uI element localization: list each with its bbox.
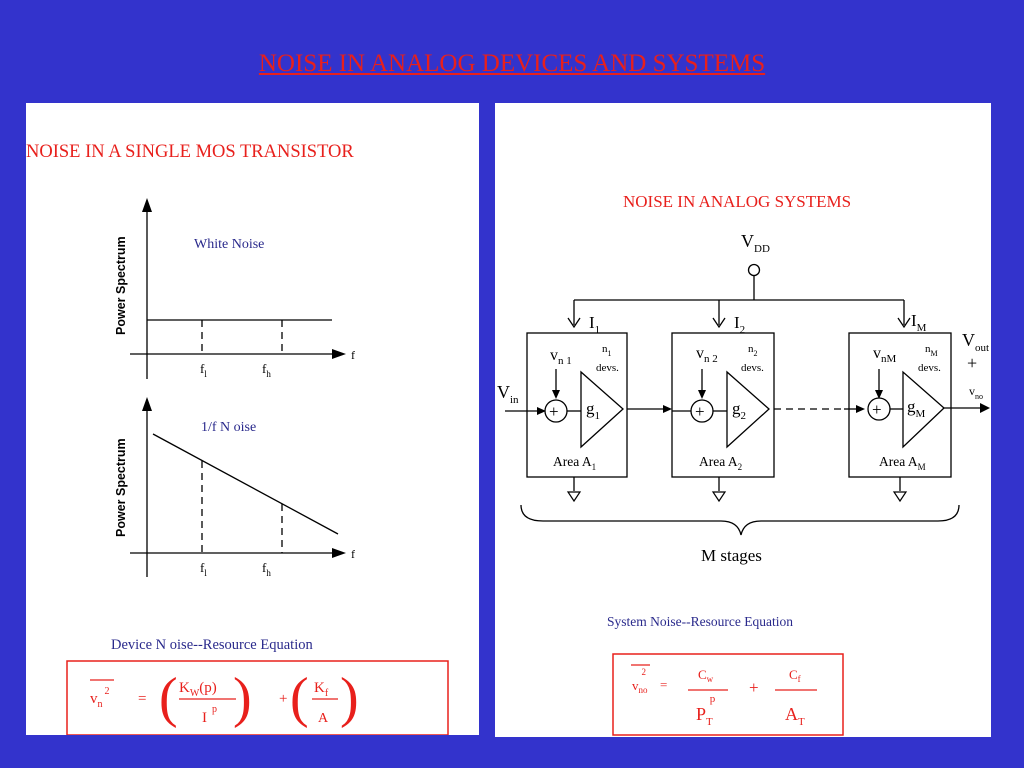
stage-1-ground-icon <box>566 491 582 503</box>
white-noise-y-arrowhead <box>142 198 152 212</box>
stage-1-summer-sign: + <box>549 402 559 421</box>
stage-1-to-2-arrowhead <box>663 405 672 413</box>
device-term1-numerator: KW(p) <box>179 680 217 699</box>
stage-2-ground-icon <box>711 491 727 503</box>
device-term1-denominator: Ip <box>202 704 217 726</box>
vout-arrowhead <box>980 403 990 413</box>
system-term1-denominator: PTp <box>696 693 716 728</box>
slide-title: NOISE IN ANALOG DEVICES AND SYSTEMS <box>258 50 766 77</box>
system-plus: + <box>749 678 759 697</box>
stage-1-noise-label: vn 1 <box>550 347 572 367</box>
device-lhs: vn2 <box>90 686 110 710</box>
stage-2-area-label: Area A2 <box>699 454 742 472</box>
stage-m-noise-arrowhead <box>875 390 883 399</box>
flicker-noise-fh-tick: fh <box>262 560 271 578</box>
flicker-noise-fl-tick: fl <box>200 560 207 578</box>
flicker-noise-slope-line <box>152 433 339 535</box>
device-equation-title: Device N oise--Resource Equation <box>111 637 313 653</box>
system-noise-panel: NOISE IN ANALOG SYSTEMS VDD Vin Vout + v… <box>495 103 991 737</box>
vdd-label: VDD <box>741 231 770 255</box>
stage-1-block <box>526 332 628 478</box>
device-term2-right-paren: ) <box>340 667 359 729</box>
stage-1-devs-count: n1 <box>602 343 612 358</box>
stage-2-devs-label: devs. <box>741 362 764 374</box>
transistor-noise-panel: NOISE IN A SINGLE MOS TRANSISTOR f Power… <box>26 103 479 735</box>
stage-1: I1 vn 1 n1 devs. + g1 Area A1 <box>526 300 628 503</box>
system-noise-equation: vno2 = Cw PTp + Cf AT <box>631 664 817 728</box>
white-noise-fl-tick: fl <box>200 361 207 379</box>
device-term1-right-paren: ) <box>233 667 252 729</box>
device-equation-box <box>66 660 449 735</box>
vdd-terminal-icon <box>747 263 761 277</box>
stage-2-noise-label: vn 2 <box>696 345 718 365</box>
white-noise-x-arrowhead <box>332 349 346 359</box>
system-noise-figure: NOISE IN ANALOG SYSTEMS VDD Vin Vout + v… <box>497 192 990 736</box>
stage-2-bias-arrow-icon <box>712 317 726 329</box>
white-noise-y-label: Power Spectrum <box>114 236 128 335</box>
stage-1-gain-label: g1 <box>586 399 600 422</box>
stage-m-noise-label: vnM <box>873 345 897 365</box>
system-equation-box <box>612 653 844 736</box>
device-term2-left-paren: ( <box>290 667 309 729</box>
stage-1-bias-label: I1 <box>589 313 600 336</box>
stage-2-devs-count: n2 <box>748 343 758 358</box>
flicker-noise-y-label: Power Spectrum <box>114 438 128 537</box>
stage-1-noise-arrowhead <box>552 390 560 399</box>
flicker-noise-plot: f Power Spectrum 1/f N oise fl fh <box>114 397 355 578</box>
stage-2-bias-label: I2 <box>734 313 745 336</box>
device-term1-left-paren: ( <box>159 667 178 729</box>
flicker-noise-x-arrowhead <box>332 548 346 558</box>
system-noise-heading: NOISE IN ANALOG SYSTEMS <box>623 192 851 211</box>
stage-2: I2 vn 2 n2 devs. + g2 Area A2 <box>671 300 775 503</box>
system-term2-numerator: Cf <box>789 667 801 684</box>
system-term2-denominator: AT <box>785 704 805 728</box>
white-noise-title: White Noise <box>194 237 264 252</box>
device-term2-denominator: A <box>318 711 329 726</box>
stage-2-block <box>671 332 775 478</box>
stage-1-devs-label: devs. <box>596 362 619 374</box>
stage-2-gain-label: g2 <box>732 399 746 422</box>
system-equation-title: System Noise--Resource Equation <box>607 614 793 629</box>
stage-m-gain-label: gM <box>907 397 926 420</box>
device-equals: = <box>138 691 146 707</box>
m-stages-label: M stages <box>701 546 762 565</box>
stage-m-ground-icon <box>892 491 908 503</box>
stage-m-summer-sign: + <box>872 400 882 419</box>
stage-m-bias-arrow-icon <box>897 317 911 329</box>
stage-m-devs-count: nM <box>925 343 938 358</box>
stage-1-amplifier-icon <box>580 370 624 449</box>
system-term1-numerator: Cw <box>698 667 714 684</box>
flicker-noise-x-label: f <box>351 547 355 561</box>
system-equals: = <box>660 677 667 692</box>
stage-2-amplifier-icon <box>726 370 770 449</box>
flicker-noise-title: 1/f N oise <box>201 420 256 435</box>
stage-m: IM vnM nM devs. + gM Area AM <box>848 300 952 503</box>
system-lhs: vno2 <box>632 667 648 695</box>
vno-label: vno <box>969 384 983 401</box>
device-term2-numerator: Kf <box>314 680 329 699</box>
vin-label: Vin <box>497 382 519 406</box>
stage-m-area-label: Area AM <box>879 454 926 472</box>
stage-1-bias-arrow-icon <box>567 317 581 329</box>
vout-label: Vout <box>962 330 989 354</box>
stage-m-devs-label: devs. <box>918 362 941 374</box>
device-plus: + <box>279 691 287 707</box>
white-noise-fh-tick: fh <box>262 361 271 379</box>
device-noise-equation: vn2 = ( KW(p) Ip ) + ( Kf A ) <box>90 667 359 729</box>
stage-1-area-label: Area A1 <box>553 454 596 472</box>
white-noise-x-label: f <box>351 348 355 362</box>
white-noise-plot: f Power Spectrum White Noise fl fh <box>114 198 355 379</box>
vin-arrowhead <box>537 407 546 415</box>
stage-2-summer-sign: + <box>695 402 705 421</box>
stage-m-bias-label: IM <box>911 311 927 334</box>
transistor-noise-figure: NOISE IN A SINGLE MOS TRANSISTOR f Power… <box>26 142 449 735</box>
m-stages-brace-icon <box>520 504 960 536</box>
vout-plus-sign: + <box>967 353 977 373</box>
stage-m-input-arrowhead <box>856 405 865 413</box>
flicker-noise-y-arrowhead <box>142 397 152 411</box>
stage-m-amplifier-icon <box>902 370 945 449</box>
transistor-noise-heading: NOISE IN A SINGLE MOS TRANSISTOR <box>26 142 354 162</box>
stage-2-noise-arrowhead <box>698 390 706 399</box>
